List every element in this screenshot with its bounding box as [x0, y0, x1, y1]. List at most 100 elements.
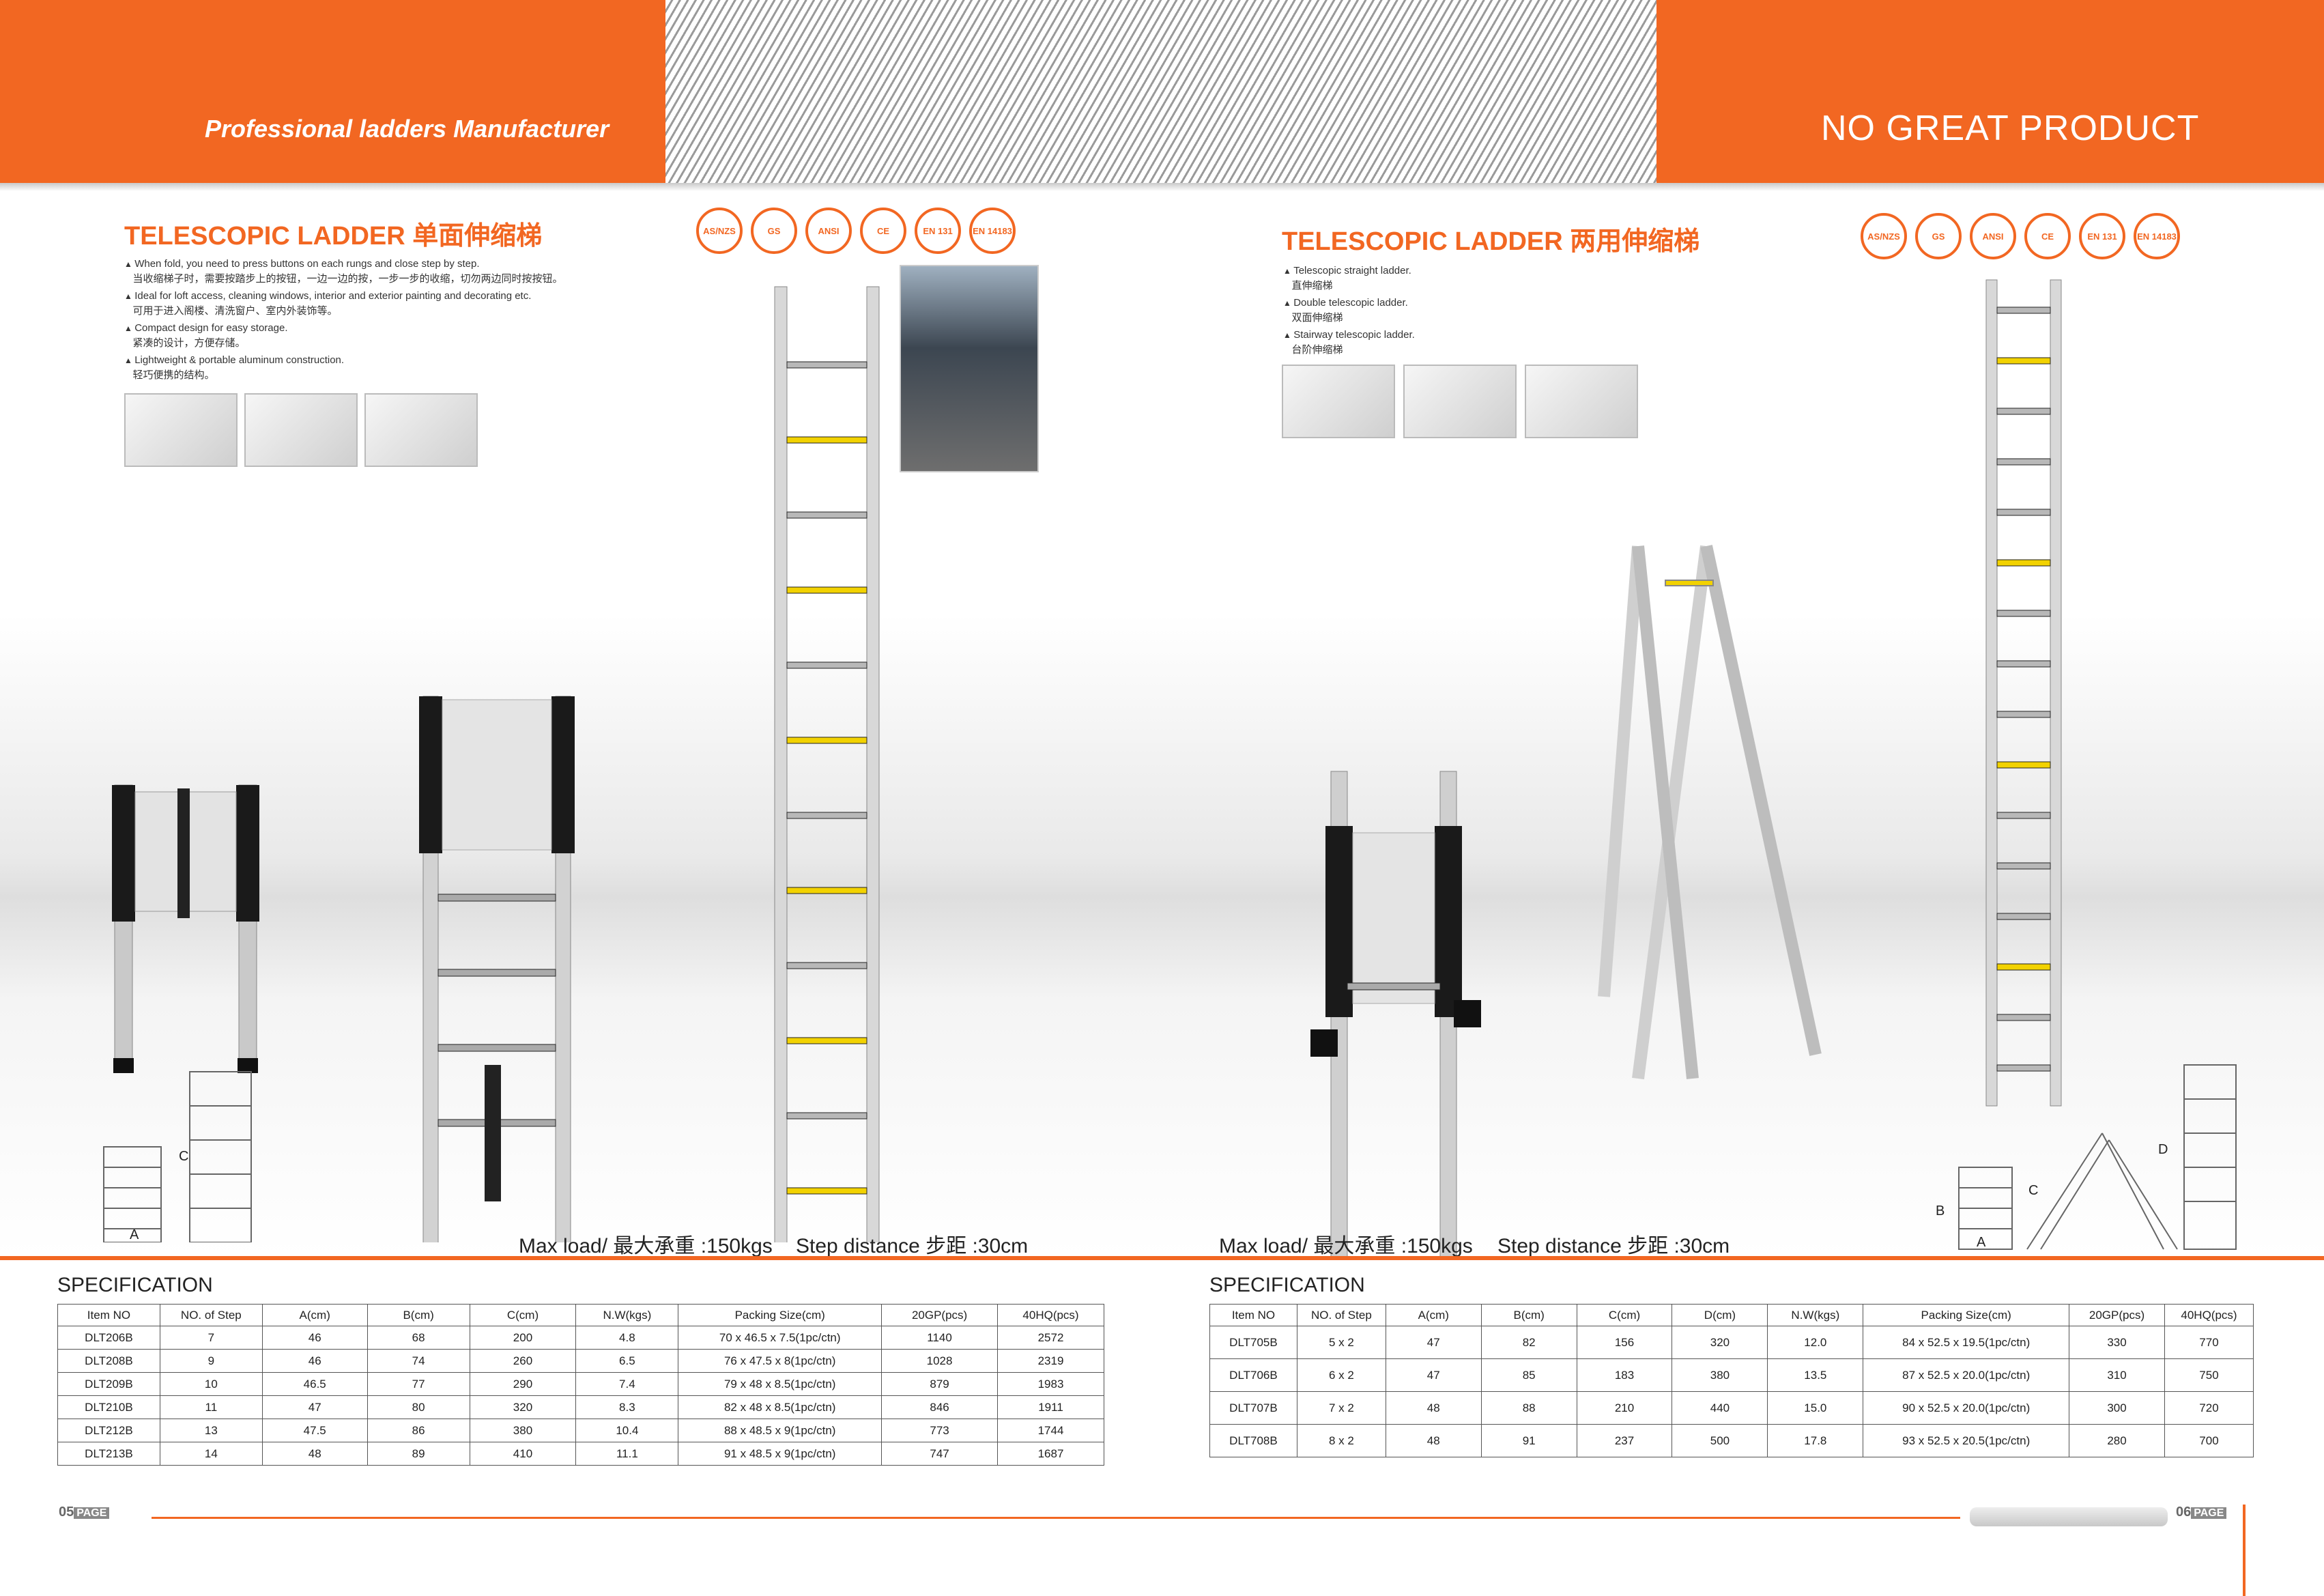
- dim-label-b: B: [1936, 1203, 1945, 1219]
- detail-photo-lock: [364, 393, 478, 467]
- ladder-rung: [786, 1187, 867, 1195]
- ladder-rung: [786, 661, 867, 669]
- table-cell: DLT206B: [57, 1326, 160, 1350]
- table-cell: 80: [367, 1395, 470, 1419]
- table-cell: 88: [1480, 1391, 1577, 1425]
- table-cell: 48: [1385, 1391, 1482, 1425]
- folded-ladder-image: [112, 784, 259, 1073]
- table-cell: 88 x 48.5 x 9(1pc/ctn): [678, 1419, 883, 1442]
- table-cell: 330: [2069, 1326, 2165, 1359]
- studio-floor: [0, 614, 2324, 1256]
- table-cell: 46: [261, 1326, 368, 1350]
- table-cell: 260: [469, 1349, 577, 1373]
- column-header: B(cm): [367, 1304, 470, 1326]
- table-cell: 720: [2164, 1391, 2254, 1425]
- ladder-rung: [786, 1112, 867, 1120]
- left-cert-row: AS/NZS GS ANSI CE EN 131 EN 14183: [696, 208, 1016, 254]
- table-cell: 84 x 52.5 x 19.5(1pc/ctn): [1863, 1326, 2070, 1359]
- table-cell: 91 x 48.5 x 9(1pc/ctn): [678, 1442, 883, 1466]
- table-cell: DLT705B: [1209, 1326, 1297, 1359]
- table-cell: 47: [1385, 1358, 1482, 1392]
- cert-ansi-icon: ANSI: [805, 208, 852, 254]
- ladder-rung: [1996, 1064, 2051, 1072]
- ladder-rung: [1996, 761, 2051, 769]
- dim-label-a: A: [1977, 1235, 1986, 1250]
- column-header: Item NO: [57, 1304, 160, 1326]
- ladder-rung: [1996, 610, 2051, 617]
- table-cell: 747: [881, 1442, 999, 1466]
- column-header: NO. of Step: [159, 1304, 263, 1326]
- ladder-rung: [1996, 711, 2051, 718]
- ladder-rung: [1996, 307, 2051, 314]
- table-cell: 380: [1672, 1358, 1768, 1392]
- table-cell: 300: [2069, 1391, 2165, 1425]
- column-header: A(cm): [1385, 1304, 1482, 1326]
- table-cell: 46.5: [261, 1372, 368, 1396]
- table-cell: 280: [2069, 1424, 2165, 1457]
- table-cell: 70 x 46.5 x 7.5(1pc/ctn): [678, 1326, 883, 1350]
- cert-ce-icon: CE: [860, 208, 906, 254]
- footer-rule: [152, 1517, 1960, 1519]
- left-spec-title: SPECIFICATION: [57, 1274, 213, 1296]
- ladder-rung: [1996, 559, 2051, 567]
- table-cell: 7: [159, 1326, 263, 1350]
- dimension-diagram-a-frame: [2026, 1132, 2178, 1250]
- left-section-title: TELESCOPIC LADDER 单面伸缩梯: [124, 222, 543, 251]
- right-ladder-illustrations: B A C D: [1310, 279, 2237, 1256]
- table-cell: 11.1: [575, 1442, 679, 1466]
- feature-item: ▲ Double telescopic ladder. 双面伸缩梯: [1283, 297, 1408, 324]
- brand-tagline: Professional ladders Manufacturer: [205, 115, 609, 143]
- table-cell: 750: [2164, 1358, 2254, 1392]
- table-cell: 440: [1672, 1391, 1768, 1425]
- table-cell: 1911: [997, 1395, 1104, 1419]
- table-cell: 90 x 52.5 x 20.0(1pc/ctn): [1863, 1391, 2070, 1425]
- ladder-rung: [786, 436, 867, 444]
- ladder-rung: [786, 737, 867, 744]
- ladder-rung: [786, 511, 867, 519]
- table-cell: DLT208B: [57, 1349, 160, 1373]
- table-cell: 500: [1672, 1424, 1768, 1457]
- ladder-rung: [1996, 660, 2051, 668]
- column-header: C(cm): [1576, 1304, 1673, 1326]
- feature-item: ▲ Telescopic straight ladder. 直伸缩梯: [1283, 265, 1411, 291]
- table-cell: 1983: [997, 1372, 1104, 1396]
- table-cell: 14: [159, 1442, 263, 1466]
- table-cell: 879: [881, 1372, 999, 1396]
- table-cell: 47: [1385, 1326, 1482, 1359]
- table-cell: 410: [469, 1442, 577, 1466]
- column-header: A(cm): [261, 1304, 368, 1326]
- dimension-diagram-extended: [189, 1071, 252, 1242]
- table-cell: 156: [1576, 1326, 1673, 1359]
- section-divider: [0, 1256, 2324, 1260]
- table-cell: 1140: [881, 1326, 999, 1350]
- right-spec-title: SPECIFICATION: [1209, 1274, 1365, 1296]
- column-header: N.W(kgs): [575, 1304, 679, 1326]
- detail-photo-clip: [1403, 365, 1517, 438]
- table-cell: 68: [367, 1326, 470, 1350]
- cert-en131-icon: EN 131: [915, 208, 961, 254]
- table-cell: 77: [367, 1372, 470, 1396]
- table-cell: DLT210B: [57, 1395, 160, 1419]
- table-cell: 183: [1576, 1358, 1673, 1392]
- table-cell: 1687: [997, 1442, 1104, 1466]
- table-cell: 6 x 2: [1296, 1358, 1386, 1392]
- table-cell: DLT706B: [1209, 1358, 1297, 1392]
- cert-en131-icon: EN 131: [2079, 213, 2125, 259]
- ladder-rung: [786, 586, 867, 594]
- table-cell: 5 x 2: [1296, 1326, 1386, 1359]
- header-left-band: [0, 0, 665, 183]
- feature-item: ▲ Stairway telescopic ladder. 台阶伸缩梯: [1283, 329, 1415, 356]
- table-cell: 320: [469, 1395, 577, 1419]
- detail-photo-button: [124, 393, 238, 467]
- right-max-load: Max load/ 最大承重 :150kgs: [1219, 1235, 1473, 1257]
- table-cell: 79 x 48 x 8.5(1pc/ctn): [678, 1372, 883, 1396]
- feature-item: ▲ Compact design for easy storage. 紧凑的设计…: [124, 322, 288, 349]
- table-cell: 12.0: [1767, 1326, 1864, 1359]
- detail-photo-hinge: [1282, 365, 1395, 438]
